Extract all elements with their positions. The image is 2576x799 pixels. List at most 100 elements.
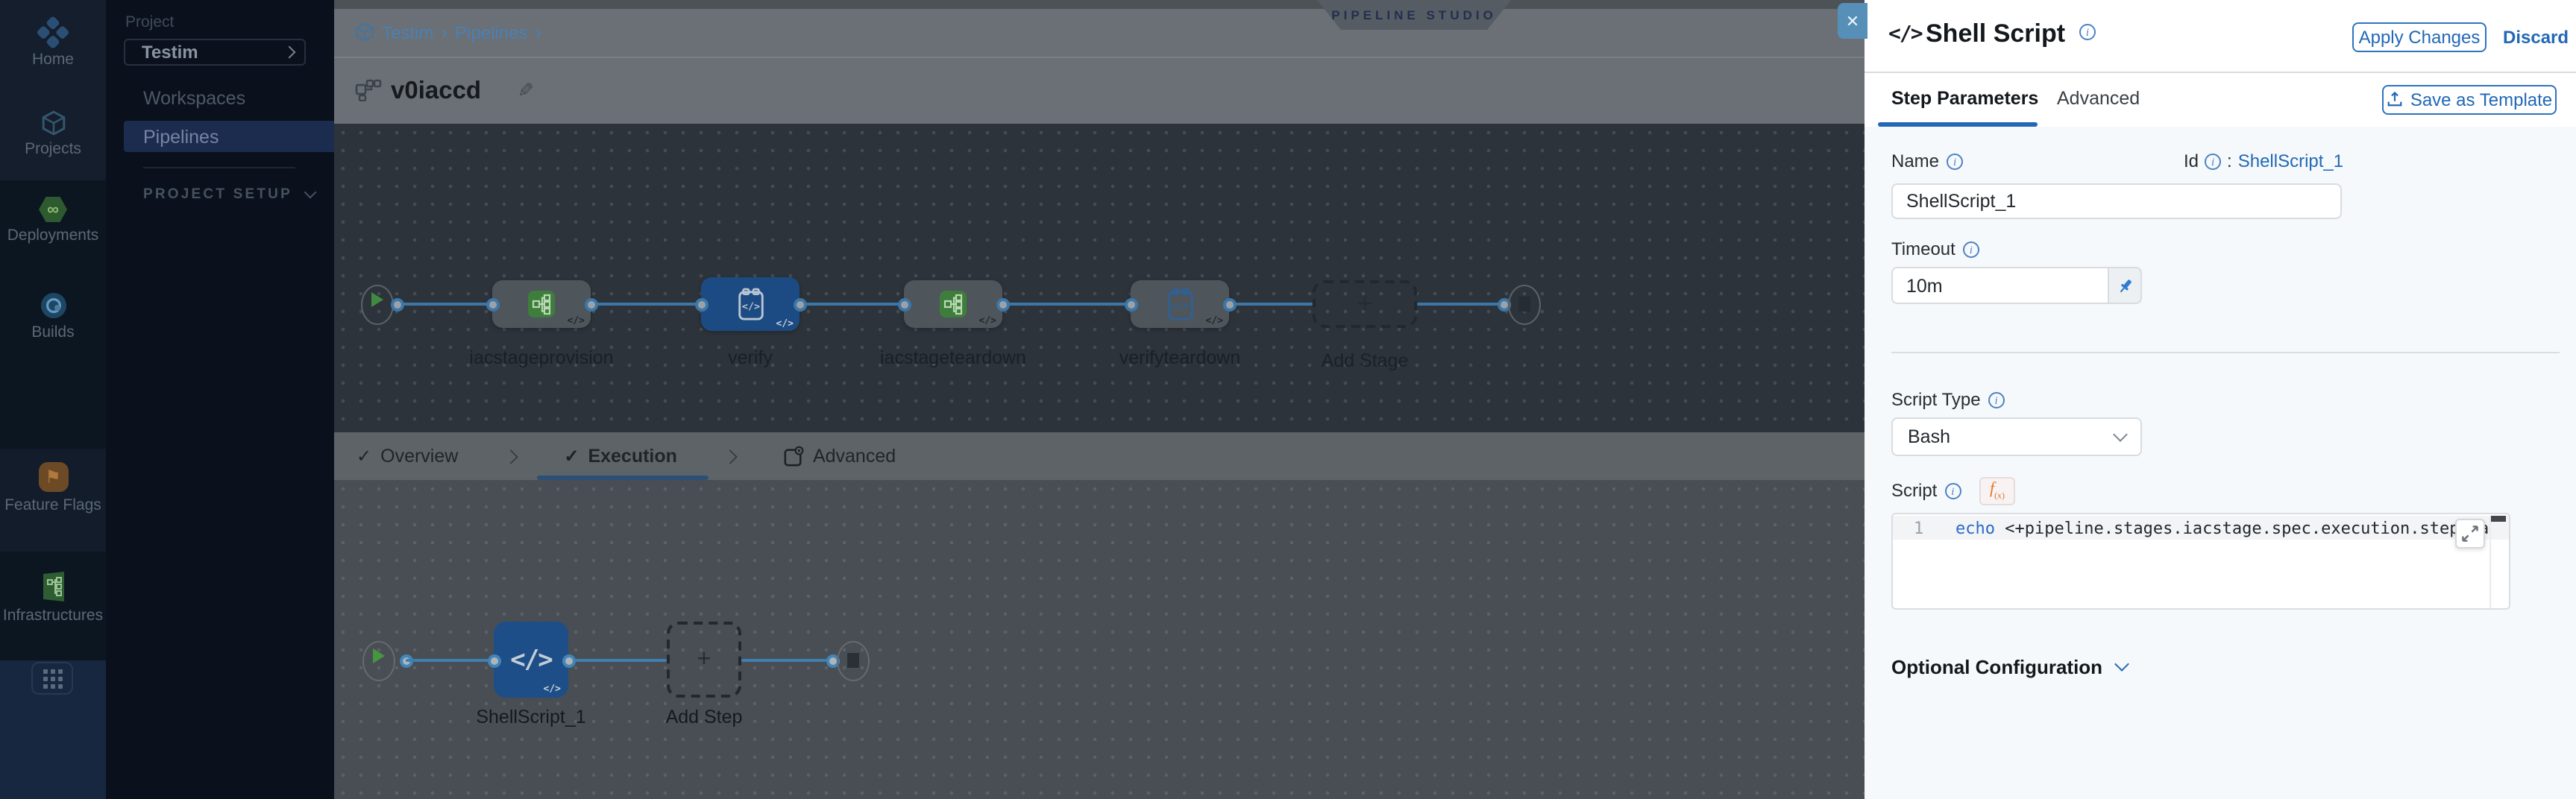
shell-script-icon: </> — [1888, 22, 1923, 46]
info-icon[interactable]: i — [1944, 482, 1961, 499]
step-config-drawer: </> Shell Script i Apply Changes Discard… — [1865, 0, 2576, 799]
save-template-icon — [2387, 92, 2402, 107]
breadcrumb-link-pipelines[interactable]: Pipelines — [455, 22, 528, 42]
editor-expand-button[interactable] — [2455, 519, 2485, 549]
chevron-down-icon — [2113, 427, 2128, 442]
port — [584, 297, 597, 311]
connector-line — [597, 302, 701, 306]
project-setup-toggle[interactable]: PROJECT SETUP — [143, 186, 317, 203]
drawer-close-button[interactable]: ✕ — [1838, 3, 1867, 39]
sidebar-item-label: Home — [31, 51, 74, 69]
port — [1222, 297, 1236, 311]
optional-configuration-toggle[interactable]: Optional Configuration — [1891, 656, 2129, 678]
drawer-header: </> Shell Script i Apply Changes Discard — [1865, 0, 2576, 73]
tab-execution[interactable]: ✓ Execution — [564, 432, 677, 480]
pipeline-title-row: v0iaccd ✎ VISUAL YAML — [334, 60, 1865, 155]
info-icon[interactable]: i — [1988, 391, 2005, 408]
infra-stage-icon — [940, 291, 967, 318]
timeout-input[interactable]: 10m — [1893, 268, 2109, 303]
check-icon: ✓ — [356, 446, 372, 467]
save-template-label: Save as Template — [2410, 89, 2553, 110]
sidebar-item-builds[interactable]: Builds — [0, 292, 106, 341]
pipeline-studio-label: PIPELINE STUDIO — [1331, 7, 1497, 22]
step-node-shellscript[interactable]: </> </> — [494, 622, 568, 698]
port — [793, 297, 806, 311]
port — [486, 297, 499, 311]
timeout-pin-button[interactable] — [2109, 268, 2140, 303]
tab-overview[interactable]: ✓ Overview — [356, 432, 458, 480]
stage-label: iacstageprovision — [469, 347, 614, 368]
code-badge: </> — [1205, 315, 1224, 326]
sidebar-item-label: Infrastructures — [2, 607, 104, 625]
info-icon[interactable]: i — [2079, 24, 2096, 40]
code-keyword: echo — [1955, 519, 1995, 538]
chevron-right-icon — [723, 449, 738, 464]
stage-node-iacstageprovision[interactable]: </> — [492, 280, 591, 328]
cube-icon — [41, 110, 65, 136]
stage-node-verifyteardown[interactable]: </> </> — [1131, 280, 1229, 328]
tab-label: Advanced — [812, 446, 896, 467]
apps-grid-button[interactable] — [31, 662, 73, 695]
port — [996, 297, 1009, 311]
chevron-right-icon — [503, 449, 519, 464]
stage-label: verifyteardown — [1119, 347, 1241, 368]
connector-line — [1008, 302, 1131, 306]
code-badge: </> — [543, 683, 562, 695]
stage-node-iacstageteardown[interactable]: </> — [904, 280, 1002, 328]
nav-item-pipelines[interactable]: Pipelines — [124, 121, 334, 152]
stage-node-verify[interactable]: </> </> — [701, 277, 799, 331]
sidebar-item-home[interactable]: Home — [0, 15, 106, 69]
port — [390, 297, 403, 311]
port — [487, 654, 500, 667]
step-parameters-form: Name i Id i : ShellScript_1 ShellScript_… — [1865, 127, 2576, 799]
label-text: Script Type — [1891, 389, 1981, 410]
sidebar-item-deployments[interactable]: ∞ Deployments — [0, 197, 106, 244]
timeout-input-group: 10m — [1891, 267, 2142, 304]
project-setup-label: PROJECT SETUP — [143, 186, 292, 203]
connector-line — [397, 302, 492, 306]
sidebar-item-feature-flags[interactable]: ⚑ Feature Flags — [0, 462, 106, 514]
save-as-template-button[interactable]: Save as Template — [2382, 84, 2557, 115]
name-input[interactable]: ShellScript_1 — [1891, 183, 2342, 219]
tab-step-parameters[interactable]: Step Parameters — [1891, 88, 2039, 109]
info-icon[interactable]: i — [1947, 153, 1964, 169]
project-selector[interactable]: Testim — [124, 39, 306, 66]
discard-button[interactable]: Discard — [2503, 27, 2569, 48]
sidebar-item-projects[interactable]: Projects — [0, 110, 106, 158]
breadcrumb: Testim › Pipelines › — [355, 21, 541, 43]
timeout-field-label: Timeout i — [1891, 239, 1979, 259]
script-type-select[interactable]: Bash — [1891, 417, 2142, 456]
add-stage-button[interactable]: + — [1313, 280, 1417, 328]
tab-advanced[interactable]: Advanced — [783, 432, 896, 480]
play-icon — [371, 292, 383, 307]
pipeline-name: v0iaccd — [391, 78, 482, 104]
expression-fx-button[interactable]: f(x) — [1979, 477, 2015, 505]
sidebar-item-infrastructures[interactable]: Infrastructures — [0, 571, 106, 625]
breadcrumb-link-project[interactable]: Testim — [382, 22, 434, 42]
stage-tab-band: ✓ Overview ✓ Execution Advanced — [334, 432, 1865, 480]
project-cube-icon — [356, 22, 374, 42]
apply-changes-button[interactable]: Apply Changes — [2352, 22, 2487, 52]
pipeline-studio-badge: PIPELINE STUDIO — [1317, 0, 1511, 30]
info-icon[interactable]: i — [1962, 241, 1979, 257]
chevron-down-icon — [2114, 657, 2129, 672]
script-code-editor[interactable]: 1 echo <+pipeline.stages.iacstage.spec.e… — [1891, 513, 2510, 610]
feature-flags-icon: ⚑ — [38, 462, 68, 492]
sidebar-item-label: Builds — [31, 323, 75, 341]
editor-scroll-thumb[interactable] — [2491, 516, 2506, 521]
project-name: Testim — [142, 42, 198, 63]
form-divider — [1891, 352, 2560, 353]
drawer-tabs: Step Parameters Advanced Save as Templat… — [1865, 73, 2576, 127]
optional-configuration-label: Optional Configuration — [1891, 656, 2103, 678]
nav-item-label: Workspaces — [143, 87, 246, 108]
connector-line — [406, 658, 494, 662]
edit-pencil-icon[interactable]: ✎ — [518, 79, 534, 101]
plus-icon: + — [697, 647, 711, 672]
info-icon[interactable]: i — [2205, 153, 2222, 169]
add-step-button[interactable]: + — [667, 622, 741, 698]
nav-item-workspaces[interactable]: Workspaces — [124, 82, 334, 113]
execution-graph-canvas: </> </> + ShellScript_1 Add Step — [334, 480, 1865, 799]
sidebar-section-top — [0, 0, 106, 180]
play-icon — [373, 648, 385, 663]
tab-step-advanced[interactable]: Advanced — [2057, 88, 2140, 109]
